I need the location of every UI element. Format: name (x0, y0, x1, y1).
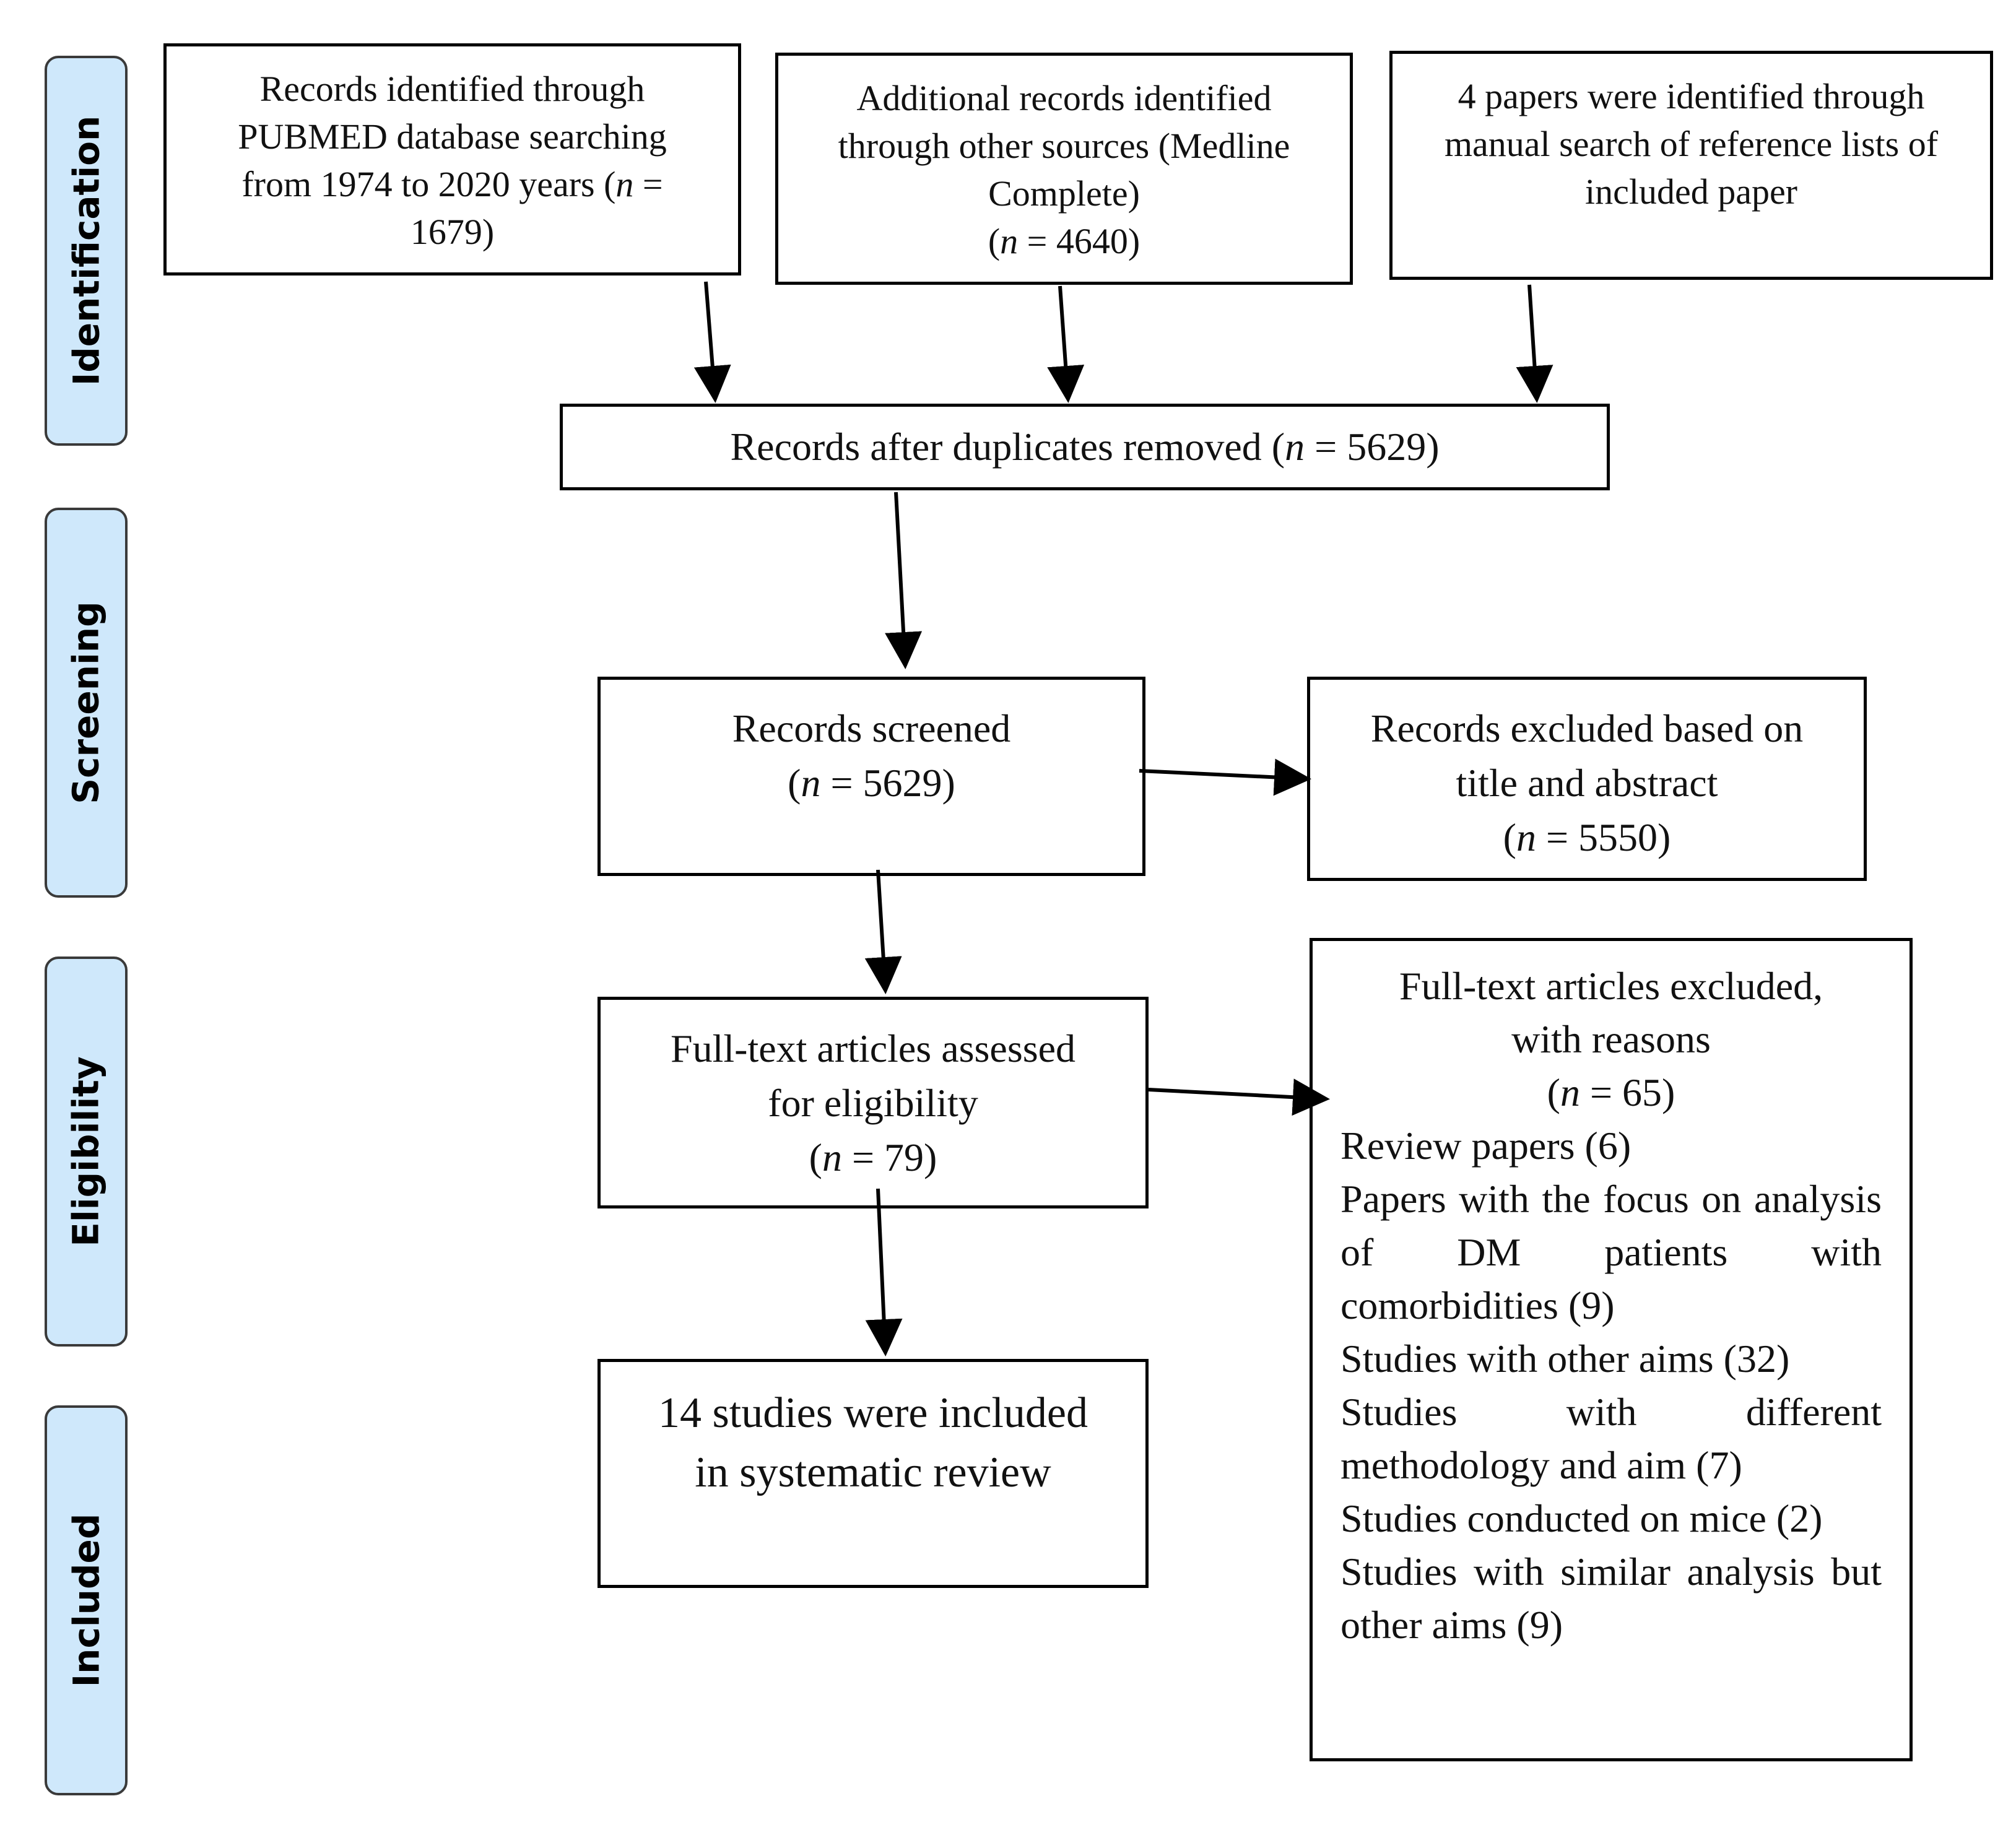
arrow-fulltext-to-excluded (1148, 1078, 1330, 1116)
screened-label: Records screened (732, 706, 1011, 750)
other-sources-line2: through other sources (Medline (838, 126, 1290, 166)
pubmed-line4: 1679) (410, 212, 495, 252)
exclusion-reason: Review papers (6) (1340, 1124, 1631, 1168)
exclusion-reason: Studies with other aims (32) (1340, 1337, 1790, 1381)
arrow-fulltext-to-included (865, 1188, 903, 1356)
phase-included: Included (45, 1405, 128, 1795)
phase-identification: Identification (45, 56, 128, 446)
arrow-screened-to-excluded (1139, 758, 1311, 796)
exclusion-reason: Studies with similar analysis but other … (1340, 1550, 1882, 1647)
exclusion-reason: Papers with the focus on analysis of DM … (1340, 1177, 1882, 1327)
records-excluded-box: Records excluded based on title and abst… (1307, 677, 1867, 881)
arrow-screened-to-fulltext (864, 869, 902, 994)
pubmed-line3: from 1974 to 2020 years (n = (241, 164, 663, 204)
manual-line3: included paper (1584, 171, 1797, 212)
fulltext-assessed-box: Full-text articles assessed for eligibil… (597, 997, 1149, 1208)
included-line1: 14 studies were included (658, 1389, 1088, 1437)
other-sources-box: Additional records identified through ot… (775, 53, 1353, 285)
included-line2: in systematic review (695, 1449, 1051, 1496)
other-sources-line3: Complete) (988, 173, 1140, 214)
pubmed-line1: Records identified through (259, 69, 645, 109)
fulltext-excluded-box: Full-text articles excluded, with reason… (1310, 938, 1913, 1761)
studies-included-box: 14 studies were included in systematic r… (597, 1359, 1149, 1588)
records-screened-box: Records screened (n = 5629) (597, 677, 1145, 876)
manual-line1: 4 papers were identified through (1458, 76, 1925, 116)
fulltext-excluded-line1: Full-text articles excluded, (1399, 964, 1823, 1008)
phase-eligibility: Eligibility (45, 957, 128, 1347)
excluded-line2: title and abstract (1456, 761, 1718, 805)
manual-line2: manual search of reference lists of (1444, 124, 1939, 164)
other-sources-line1: Additional records identified (856, 78, 1272, 118)
screened-count: (n = 5629) (788, 761, 955, 805)
other-sources-count: (n = 4640) (988, 221, 1141, 261)
pubmed-records-box: Records identified through PUBMED databa… (163, 43, 741, 275)
arrow-duplicates-to-screened (885, 492, 923, 669)
arrow-other-to-duplicates (1047, 285, 1085, 403)
fulltext-line1: Full-text articles assessed (670, 1026, 1076, 1070)
arrow-manual-to-duplicates (1516, 284, 1553, 403)
phase-screening: Screening (45, 508, 128, 898)
exclusion-reason: Studies conducted on mice (2) (1340, 1496, 1823, 1540)
pubmed-line2: PUBMED database searching (238, 116, 667, 157)
exclusion-reason: Studies with different methodology and a… (1340, 1390, 1882, 1487)
fulltext-excluded-count: (n = 65) (1547, 1070, 1675, 1114)
arrow-pubmed-to-duplicates (693, 281, 731, 403)
manual-search-box: 4 papers were identified through manual … (1389, 51, 1993, 280)
duplicates-text: Records after duplicates removed (n = 56… (730, 425, 1440, 469)
excluded-count: (n = 5550) (1503, 815, 1671, 859)
duplicates-removed-box: Records after duplicates removed (n = 56… (560, 404, 1610, 490)
fulltext-line2: for eligibility (768, 1081, 978, 1125)
fulltext-count: (n = 79) (809, 1135, 937, 1179)
fulltext-excluded-line2: with reasons (1511, 1017, 1711, 1061)
excluded-line1: Records excluded based on (1370, 706, 1804, 750)
